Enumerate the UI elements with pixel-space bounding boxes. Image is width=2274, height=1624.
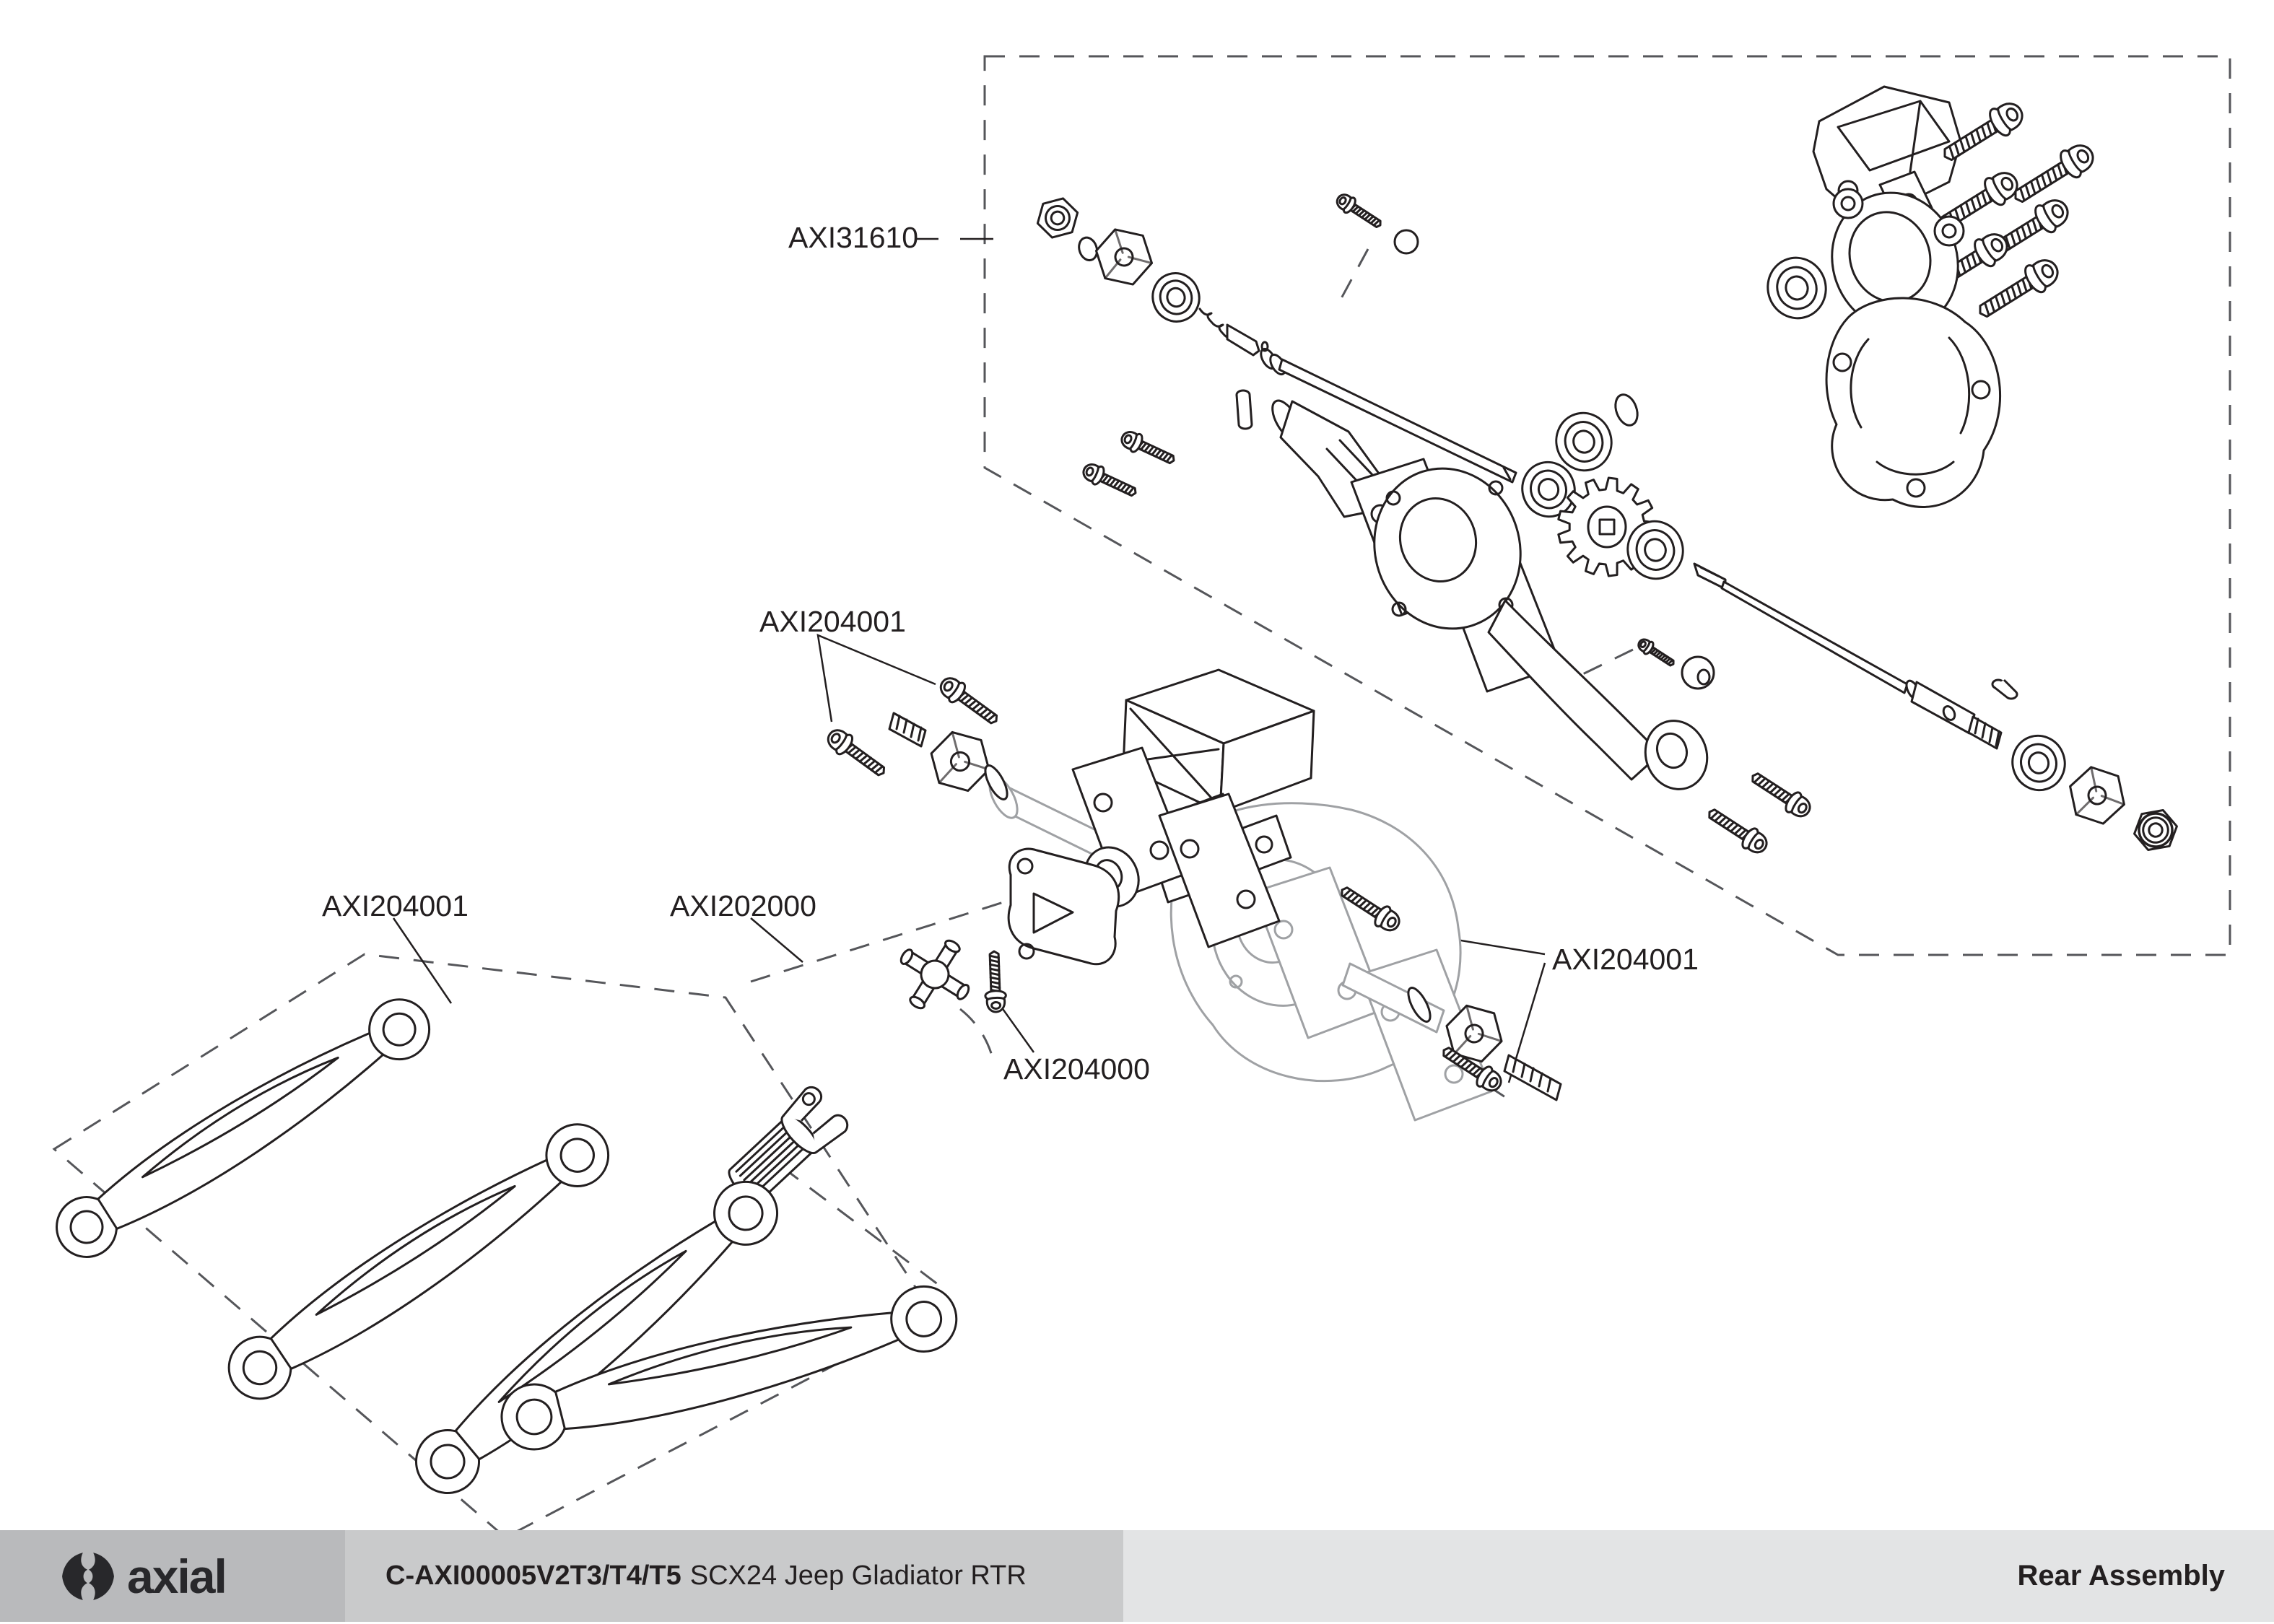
gearbox-housing — [1825, 297, 2002, 508]
product-name: SCX24 Jeep Gladiator RTR — [689, 1560, 1027, 1591]
leader-axi204001-top — [816, 633, 936, 722]
screw-axi204001-top-1 — [822, 724, 892, 783]
ball-stud-screw-1 — [1333, 190, 1386, 233]
bearing-left — [1145, 266, 1207, 329]
label-axi204001-left: AXI204001 — [322, 889, 469, 922]
footer-brand-segment: axial — [0, 1530, 345, 1622]
ball-highlight — [1696, 668, 1711, 686]
roll-pin — [1235, 389, 1253, 430]
bearing-right — [2004, 728, 2073, 798]
assembled-axle — [888, 668, 1562, 1122]
screw-left-2 — [1079, 459, 1141, 503]
screw-box-bottom-2 — [1702, 801, 1772, 859]
washer — [1614, 393, 1639, 427]
screw-box-bottom-1 — [1746, 765, 1816, 823]
lock-nut-right — [2130, 807, 2182, 853]
page-title: Rear Assembly — [2017, 1560, 2225, 1592]
label-axi31610: AXI31610 — [788, 221, 919, 254]
wheel-nut-left — [1032, 194, 1084, 242]
label-axi204000: AXI204000 — [1003, 1052, 1150, 1086]
detail-box-axle — [983, 55, 2231, 956]
detail-box-links — [52, 953, 935, 1539]
leader-axi204001-left — [392, 917, 453, 1004]
spring — [1198, 307, 1236, 339]
guide-line-ballstud2 — [1566, 648, 1634, 684]
driveshaft-yoke — [1007, 847, 1120, 966]
leader-axi202000 — [750, 917, 803, 963]
hex-hub-right — [2065, 761, 2129, 830]
footer-bar: axial C-AXI00005V2T3/T4/T5 SCX24 Jeep Gl… — [0, 1530, 2274, 1622]
stub-axle-shaft — [1226, 323, 1517, 484]
product-code: C-AXI00005V2T3/T4/T5 — [385, 1560, 681, 1591]
label-axi204001-top: AXI204001 — [759, 605, 906, 638]
label-axi202000: AXI202000 — [670, 889, 816, 922]
axial-brand-mark-icon — [62, 1552, 114, 1600]
roll-pin-2 — [1991, 678, 2018, 700]
u-joint-spider — [889, 928, 981, 1021]
hex-hub-left — [1078, 220, 1158, 294]
screw-left-1 — [1118, 427, 1179, 471]
footer-product-segment: C-AXI00005V2T3/T4/T5 SCX24 Jeep Gladiato… — [345, 1530, 1123, 1622]
leader-axi204000 — [1000, 1006, 1035, 1053]
label-axi204001-right: AXI204001 — [1552, 943, 1699, 976]
footer-page-segment: Rear Assembly — [1123, 1530, 2274, 1622]
guide-line-ballstud1 — [1334, 248, 1369, 310]
rear-axle-shaft — [1693, 562, 2003, 750]
ball-stud-ball-1 — [1393, 229, 1419, 255]
screw-axi204000 — [983, 950, 1008, 1013]
axle-housing-exploded — [1271, 399, 1709, 790]
guide-line-ujoint — [959, 1008, 996, 1068]
set-screw — [1635, 635, 1678, 671]
screw-axi204001-top-2 — [935, 672, 1004, 731]
brand-wordmark: axial — [127, 1549, 227, 1603]
bearing-cover — [1759, 249, 1835, 327]
